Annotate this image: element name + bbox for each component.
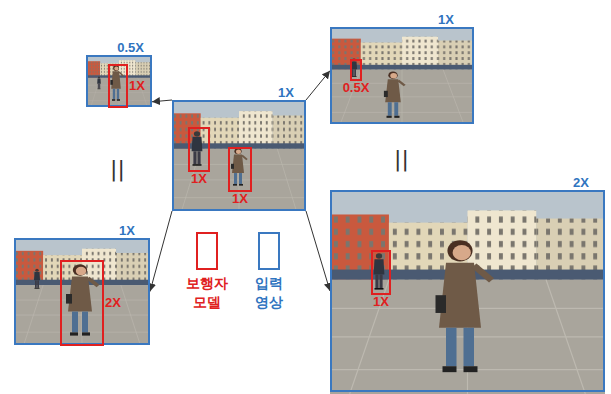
legend-text: 입력 영상 (245, 274, 294, 312)
pedestrian-figure (110, 65, 123, 101)
model-scale: 1X (129, 79, 145, 93)
legend-text: 보행자 모델 (183, 274, 232, 312)
input-image: 1X1X1X (172, 100, 306, 211)
pedestrian-figure (66, 264, 98, 335)
input-image: 0.5X1X (86, 55, 152, 107)
pedestrian-model: 1X (371, 250, 391, 295)
scale-arrow (152, 100, 172, 102)
pedestrian-model: 1X (188, 127, 210, 172)
input-image: 1X0.5X (330, 27, 474, 124)
model-scale: 0.5X (343, 81, 370, 95)
pedestrian-model: 0.5X (350, 59, 362, 81)
model-scale: 1X (232, 192, 248, 206)
photo-scene (14, 238, 150, 345)
pedestrian-figure (374, 253, 385, 289)
pedestrian-figure (192, 131, 203, 166)
scale-arrow (306, 71, 330, 100)
model-scale: 1X (191, 172, 207, 186)
legend-sample (258, 232, 280, 270)
photo-scene (172, 100, 306, 211)
image-scale: 2X (573, 176, 589, 190)
scale-arrow (150, 211, 172, 292)
equivalence-sign: || (394, 148, 409, 170)
pedestrian-model: 1X (228, 147, 252, 192)
pedestrian-figure (384, 71, 405, 117)
input-image: 1X2X (14, 238, 150, 345)
image-scale: 1X (438, 13, 454, 27)
model-scale: 2X (105, 296, 121, 310)
model-scale: 1X (373, 295, 389, 309)
pedestrian-figure (97, 76, 101, 89)
photo-scene (86, 55, 152, 107)
pedestrian-figure (436, 240, 492, 372)
pedestrian-model: 1X (108, 64, 128, 108)
pedestrian-model: 2X (60, 260, 104, 346)
pedestrian-figure (231, 148, 247, 185)
scale-arrow (306, 211, 330, 291)
equivalence-sign: || (110, 158, 125, 180)
image-scale: 1X (278, 86, 294, 100)
photo-scene (330, 190, 605, 394)
legend-sample (196, 232, 218, 270)
pedestrian-figure (34, 269, 40, 289)
image-scale: 0.5X (117, 41, 144, 55)
image-scale: 1X (119, 224, 135, 238)
input-image: 2X1X (330, 190, 605, 392)
photo-scene (330, 27, 474, 124)
